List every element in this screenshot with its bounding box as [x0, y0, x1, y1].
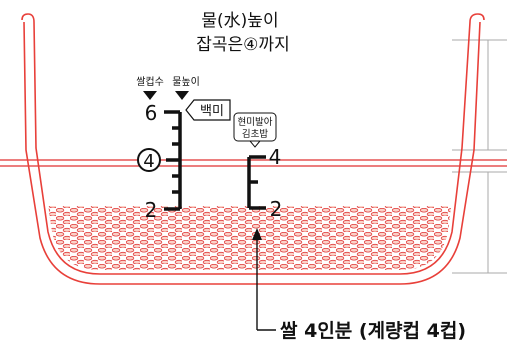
pot-outline	[21, 13, 485, 285]
brown-rice-pointer-icon	[248, 140, 262, 148]
left-scale-4-circle	[137, 148, 161, 172]
rice-cup-label: 쌀컵수	[136, 75, 164, 88]
water-level-label: 물높이	[172, 76, 200, 88]
left-scale-6: 6	[145, 101, 158, 125]
left-scale-4: 4	[143, 151, 154, 172]
brown-rice-label-1: 현미발아	[238, 117, 273, 128]
title-line-1: 물(水)높이	[201, 11, 278, 31]
caption-leader	[252, 228, 276, 331]
right-scale-2: 2	[270, 197, 283, 221]
rice-layer	[40, 206, 458, 270]
water-level-arrow-icon	[175, 91, 189, 100]
caption-arrow-icon	[252, 228, 262, 240]
white-rice-tag	[185, 99, 231, 121]
caption-text: 쌀 4인분 (계량컵 4컵)	[280, 320, 466, 342]
right-scale-4: 4	[269, 145, 282, 169]
left-scale-2: 2	[145, 198, 158, 222]
left-scale	[164, 110, 182, 211]
white-rice-label: 백미	[200, 104, 224, 119]
water-level-line	[0, 159, 507, 167]
title-line-2: 잡곡은④까지	[196, 35, 289, 55]
brown-rice-label-2: 김초밥	[242, 128, 268, 140]
rice-cup-arrow-icon	[143, 91, 157, 100]
right-scale	[247, 155, 266, 210]
